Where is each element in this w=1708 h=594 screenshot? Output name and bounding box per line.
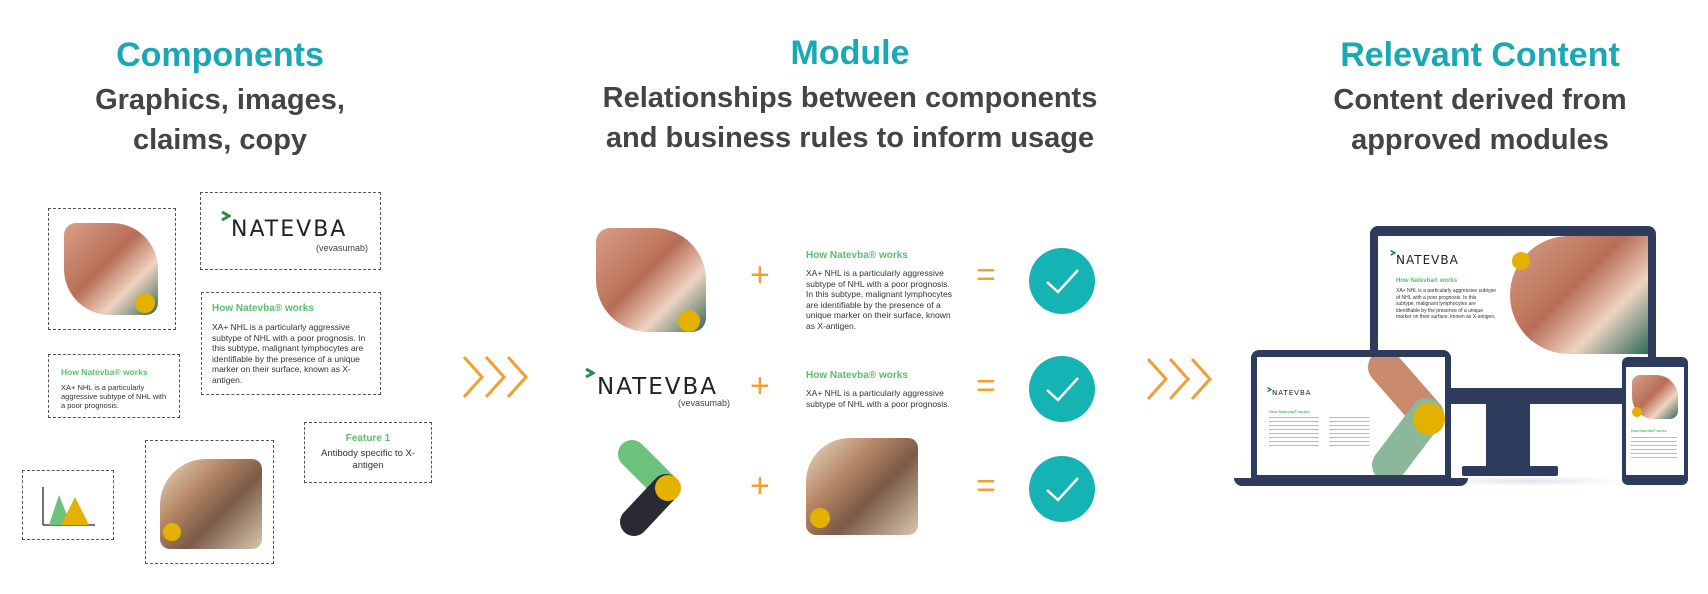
- module-title: Module: [790, 34, 910, 72]
- gold-dot: [135, 293, 155, 313]
- brand-mark-icon: [221, 211, 231, 222]
- approved-check: [1029, 356, 1095, 422]
- module-text-1: How Natevba® works XA+ NHL is a particul…: [806, 250, 956, 331]
- approved-check: [1029, 456, 1095, 522]
- laptop-brand-name: NATEVBA: [1272, 389, 1312, 397]
- brand-name: NATEVBA: [231, 217, 348, 242]
- phone-text-lines: [1631, 437, 1677, 461]
- chart-icon: [42, 487, 95, 526]
- works-title: How Natevba® works: [212, 303, 314, 314]
- component-photo-couple: [145, 440, 274, 564]
- desktop-stand: [1486, 404, 1530, 466]
- equals-operator: =: [976, 367, 996, 405]
- desktop-works-title: How Natevba® works: [1396, 278, 1458, 284]
- equals-operator: =: [976, 467, 996, 505]
- checkmark-icon: [1046, 269, 1079, 294]
- laptop-text-lines: [1269, 417, 1319, 447]
- plus-operator: +: [750, 367, 770, 405]
- laptop-base: [1234, 478, 1468, 486]
- module-brand-generic: (vevasumab): [678, 398, 731, 408]
- laptop-screen: NATEVBA How Natevba® works: [1257, 357, 1445, 475]
- brand-chevron-graphic: [618, 440, 681, 536]
- desktop-base-shadow: [1430, 476, 1630, 486]
- gold-dot: [1632, 407, 1642, 417]
- works-body-small: XA+ NHL is a particularly aggressive sub…: [61, 383, 167, 410]
- desktop-brand-name: NATEVBA: [1396, 253, 1459, 267]
- relevant-title: Relevant Content: [1340, 36, 1620, 74]
- feature-body: Antibody specific to X-antigen: [321, 448, 415, 471]
- component-works-short: How Natevba® works XA+ NHL is a particul…: [48, 354, 180, 418]
- plus-operator: +: [750, 467, 770, 505]
- works-title-small: How Natevba® works: [61, 367, 148, 377]
- works-body: XA+ NHL is a particularly aggressive sub…: [212, 322, 366, 385]
- checkmark-icon: [1046, 377, 1079, 402]
- brand-mark-icon: [585, 368, 595, 379]
- module-subtitle-1: Relationships between components: [602, 82, 1098, 114]
- brand-mark-icon: [1267, 387, 1272, 393]
- component-photo-hands: [48, 208, 176, 330]
- desktop-hands-photo: [1510, 236, 1648, 354]
- feature-title: Feature 1: [345, 433, 391, 444]
- brand-mark-icon: [1390, 250, 1396, 256]
- component-feature: Feature 1 Antibody specific to X-antigen: [304, 422, 432, 483]
- phone-screen: How Natevba® works: [1626, 367, 1684, 475]
- component-logo: NATEVBA (vevasumab): [200, 192, 381, 270]
- module-text-title: How Natevba® works: [806, 370, 908, 381]
- module-text-title: How Natevba® works: [806, 250, 908, 261]
- laptop-works-title: How Natevba® works: [1269, 409, 1310, 414]
- component-works-long: How Natevba® works XA+ NHL is a particul…: [201, 292, 381, 395]
- laptop: NATEVBA How Natevba® works: [1251, 350, 1451, 480]
- relevant-subtitle-2: approved modules: [1351, 124, 1609, 156]
- module-brand-name: NATEVBA: [597, 374, 718, 400]
- phone-works-title: How Natevba® works: [1631, 429, 1667, 433]
- chevron-arrows-icon: [1146, 357, 1213, 401]
- components-subtitle-2: claims, copy: [132, 124, 308, 156]
- desktop-works-body: XA+ NHL is a particularly aggressive sub…: [1396, 288, 1496, 320]
- brand-generic: (vevasumab): [316, 243, 369, 253]
- module-text-2: How Natevba® works XA+ NHL is a particul…: [806, 370, 956, 409]
- module-text-body: XA+ NHL is a particularly aggressive sub…: [806, 268, 952, 331]
- chevron-arrows-icon: [462, 355, 529, 399]
- plus-operator: +: [750, 256, 770, 294]
- approved-check: [1029, 248, 1095, 314]
- laptop-text-lines-2: [1329, 417, 1369, 447]
- module-text-body: XA+ NHL is a particularly aggressive sub…: [806, 388, 950, 409]
- components-title: Components: [116, 36, 324, 74]
- module-subtitle-2: and business rules to inform usage: [605, 122, 1095, 154]
- laptop-brand-chevron: [1368, 357, 1445, 475]
- relevant-subtitle-1: Content derived from: [1333, 84, 1627, 116]
- gold-dot: [163, 523, 181, 541]
- equals-operator: =: [976, 256, 996, 294]
- desktop-base: [1462, 466, 1558, 476]
- component-chart: [22, 470, 114, 540]
- phone: How Natevba® works: [1622, 357, 1688, 485]
- gold-dot: [678, 310, 700, 332]
- components-subtitle-1: Graphics, images,: [95, 84, 345, 116]
- gold-dot: [1512, 252, 1530, 270]
- gold-dot: [810, 508, 830, 528]
- checkmark-icon: [1046, 477, 1079, 502]
